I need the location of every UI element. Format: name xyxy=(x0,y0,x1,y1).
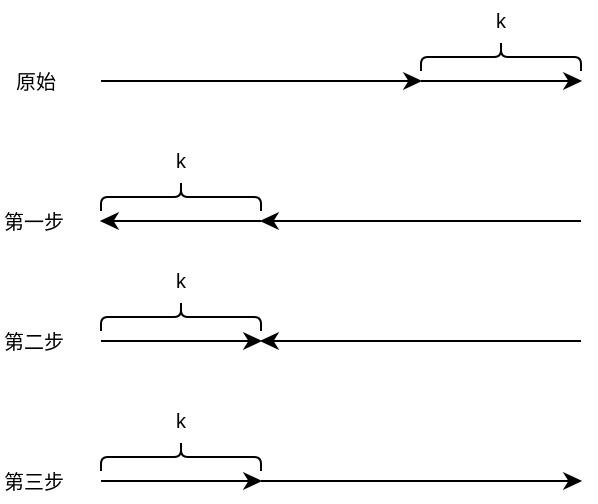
brace-label: k xyxy=(176,271,187,293)
row-step-3: 第三步 k xyxy=(4,411,583,494)
arrowhead-right xyxy=(402,71,423,91)
row-label: 第一步 xyxy=(4,210,64,234)
arrowhead-right xyxy=(242,471,263,491)
brace-label: k xyxy=(176,151,187,173)
arrowhead-left xyxy=(259,211,280,231)
row-label: 第二步 xyxy=(4,330,64,354)
brace-label: k xyxy=(496,11,507,33)
arrowhead-left xyxy=(259,331,280,351)
row-original: 原始 k xyxy=(16,11,583,94)
row-step-1: 第一步 k xyxy=(4,151,581,234)
arrowhead-right xyxy=(562,471,583,491)
brace-k xyxy=(100,303,262,331)
brace-label: k xyxy=(176,411,187,433)
brace-k xyxy=(100,443,262,471)
arrowhead-right xyxy=(242,331,263,351)
arrowhead-right xyxy=(562,71,583,91)
row-label: 原始 xyxy=(16,70,56,94)
brace-k xyxy=(100,183,262,211)
arrowhead-left xyxy=(99,211,120,231)
row-step-2: 第二步 k xyxy=(4,271,581,354)
brace-k xyxy=(420,43,582,71)
row-label: 第三步 xyxy=(4,470,64,494)
